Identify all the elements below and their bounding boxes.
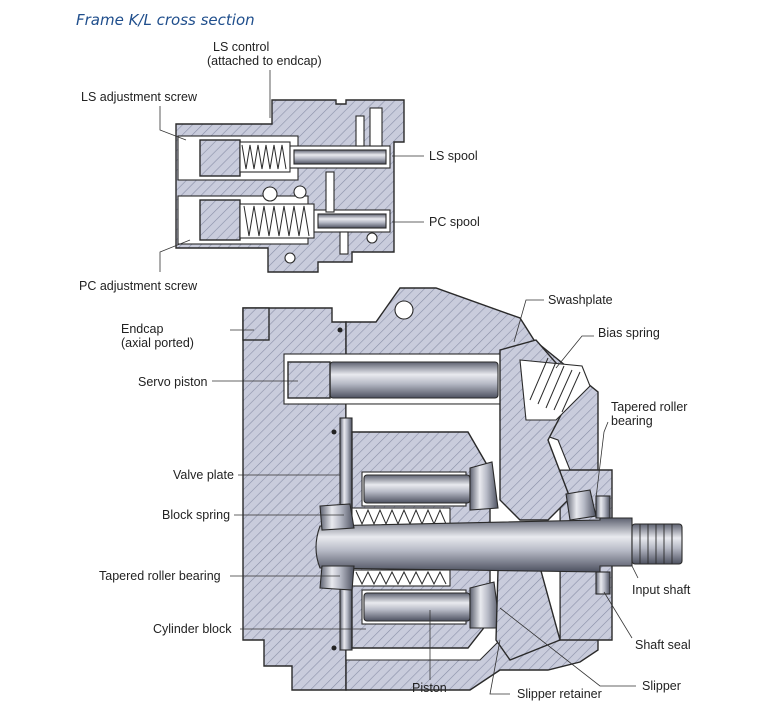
label-ls-adjustment-screw: LS adjustment screw	[81, 90, 198, 104]
label-pc-adjustment-screw: PC adjustment screw	[79, 279, 198, 293]
label-endcap: Endcap	[121, 322, 163, 336]
slipper-upper-part	[469, 461, 499, 511]
ls-pc-control-assembly	[175, 99, 405, 273]
ls-spool-part	[293, 149, 387, 165]
label-pc-spool: PC spool	[429, 215, 480, 229]
leader-lines	[159, 70, 639, 695]
label-tapered-roller-bearing-right-sub: bearing	[611, 414, 653, 428]
servo-piston-part	[329, 361, 499, 399]
label-ls-spool: LS spool	[429, 149, 478, 163]
block-spring-lower-part	[355, 570, 447, 586]
pc-spring	[243, 205, 310, 237]
label-tapered-roller-bearing-left: Tapered roller bearing	[99, 569, 221, 583]
label-slipper: Slipper	[642, 679, 681, 693]
shaft-splines	[631, 523, 683, 565]
label-shaft-seal: Shaft seal	[635, 638, 691, 652]
bias-spring-part	[529, 357, 581, 413]
label-ls-control-sub: (attached to endcap)	[207, 54, 322, 68]
label-servo-piston: Servo piston	[138, 375, 208, 389]
label-bias-spring: Bias spring	[598, 326, 660, 340]
diagram-title: Frame K/L cross section	[76, 11, 255, 29]
label-tapered-roller-bearing-right: Tapered roller	[611, 400, 687, 414]
label-input-shaft: Input shaft	[632, 583, 691, 597]
tapered-roller-bearing-right-part	[565, 489, 597, 521]
tapered-roller-bearing-left-lower-part	[319, 565, 355, 591]
label-valve-plate: Valve plate	[173, 468, 234, 482]
label-ls-control: LS control	[213, 40, 269, 54]
piston-upper-part	[363, 474, 471, 504]
pc-spool-part	[317, 213, 387, 229]
label-swashplate: Swashplate	[548, 293, 613, 307]
ls-spring	[241, 144, 287, 170]
pump-housing-and-endcap	[242, 287, 683, 691]
label-cylinder-block: Cylinder block	[153, 622, 232, 636]
block-spring-part	[355, 508, 447, 526]
piston-lower-part	[363, 592, 471, 622]
tapered-roller-bearing-left-part	[319, 503, 355, 531]
label-slipper-retainer: Slipper retainer	[517, 687, 602, 701]
label-endcap-sub: (axial ported)	[121, 336, 194, 350]
callout-labels: LS control (attached to endcap) LS adjus…	[79, 40, 691, 701]
shaft-seal-upper-part	[595, 495, 611, 519]
input-shaft-part	[315, 517, 633, 573]
shaft-seal-part	[595, 571, 611, 595]
label-piston: Piston	[412, 681, 447, 695]
label-block-spring: Block spring	[162, 508, 230, 522]
housing-port	[394, 300, 414, 320]
